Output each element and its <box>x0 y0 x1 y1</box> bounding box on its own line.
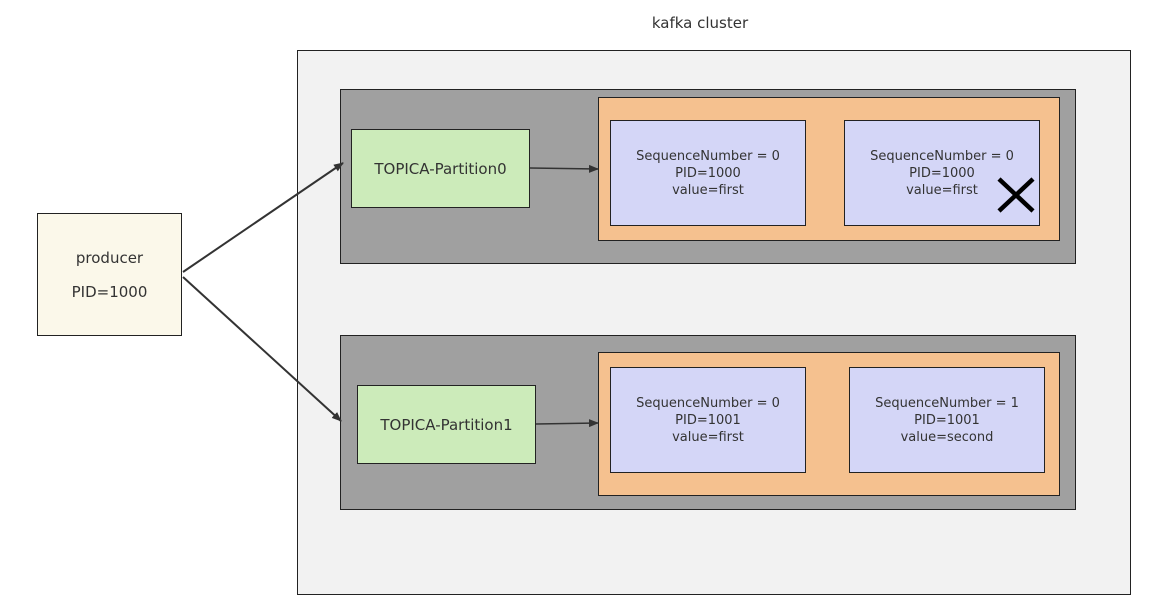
cluster-title: kafka cluster <box>651 14 749 32</box>
message-pid: PID=1001 <box>675 412 741 428</box>
message-seq: SequenceNumber = 0 <box>636 395 780 411</box>
message-box: SequenceNumber = 0 PID=1000 value=first <box>610 120 806 226</box>
message-value: value=first <box>672 429 744 445</box>
producer-node: producer PID=1000 <box>37 213 182 336</box>
message-box: SequenceNumber = 1 PID=1001 value=second <box>849 367 1045 473</box>
producer-label: producer <box>75 248 144 267</box>
message-seq: SequenceNumber = 0 <box>870 148 1014 164</box>
message-seq: SequenceNumber = 1 <box>875 395 1019 411</box>
message-pid: PID=1000 <box>909 165 975 181</box>
message-box-rejected: SequenceNumber = 0 PID=1000 value=first <box>844 120 1040 226</box>
message-seq: SequenceNumber = 0 <box>636 148 780 164</box>
message-pid: PID=1001 <box>914 412 980 428</box>
message-pid: PID=1000 <box>675 165 741 181</box>
message-value: value=second <box>900 429 994 445</box>
partition-node-0: TOPICA-Partition0 <box>351 129 530 208</box>
message-box: SequenceNumber = 0 PID=1001 value=first <box>610 367 806 473</box>
producer-pid: PID=1000 <box>71 282 148 301</box>
message-value: value=first <box>906 182 978 198</box>
message-value: value=first <box>672 182 744 198</box>
partition-node-1: TOPICA-Partition1 <box>357 385 536 464</box>
